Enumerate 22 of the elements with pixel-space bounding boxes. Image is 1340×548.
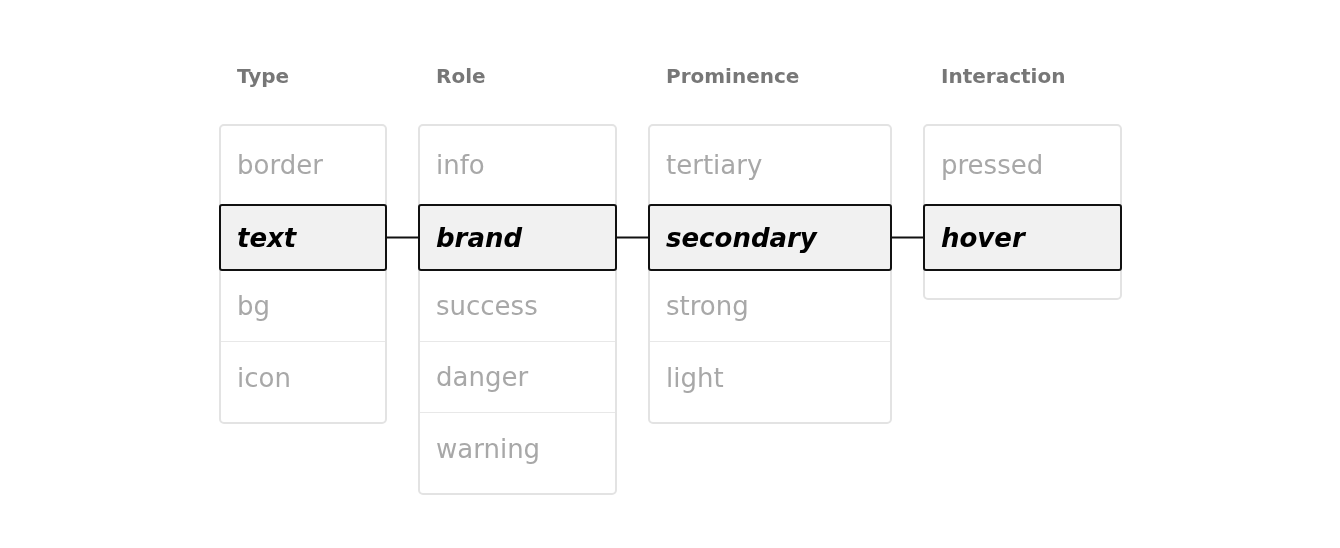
option: strong xyxy=(650,271,890,342)
column-heading: Interaction xyxy=(941,64,1066,88)
option: border xyxy=(221,126,385,204)
column-heading: Type xyxy=(237,64,290,88)
connector-line xyxy=(891,236,924,239)
option: info xyxy=(420,126,615,204)
option: icon xyxy=(221,342,385,413)
column-heading: Prominence xyxy=(666,64,800,88)
connector-line xyxy=(386,236,419,239)
selected-option: brand xyxy=(418,204,617,271)
option: tertiary xyxy=(650,126,890,204)
option: pressed xyxy=(925,126,1120,204)
selected-option: secondary xyxy=(648,204,892,271)
option: warning xyxy=(420,413,615,484)
option: bg xyxy=(221,271,385,342)
selected-option: hover xyxy=(923,204,1122,271)
connector-line xyxy=(616,236,649,239)
option: success xyxy=(420,271,615,342)
selected-option: text xyxy=(219,204,387,271)
column-heading: Role xyxy=(436,64,486,88)
option: light xyxy=(650,342,890,413)
option: danger xyxy=(420,342,615,413)
